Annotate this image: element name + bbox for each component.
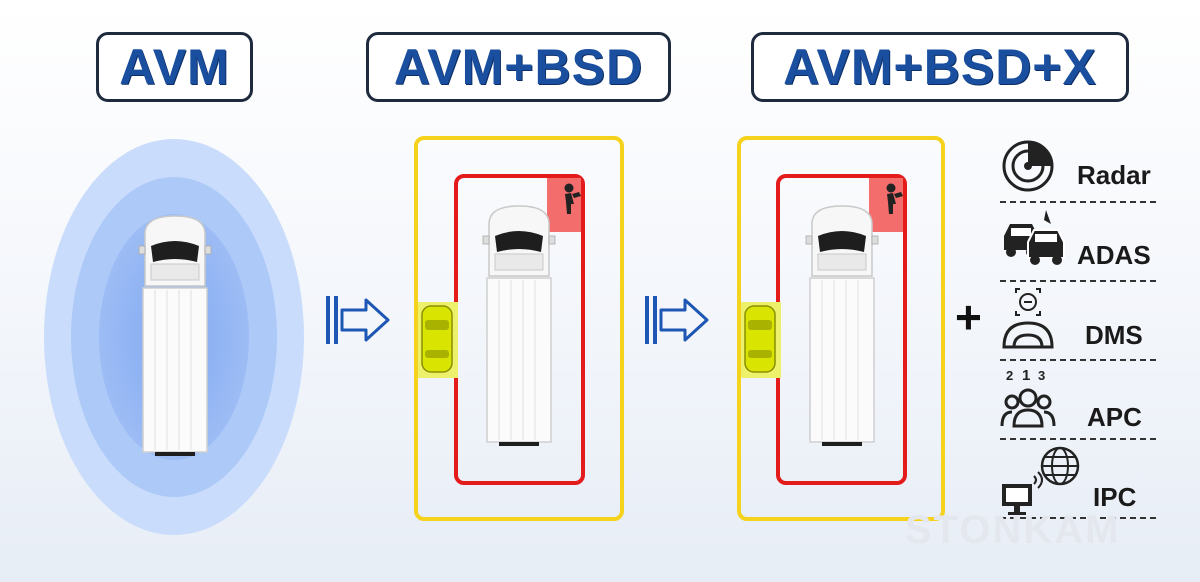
plus-sign: + [955, 291, 982, 343]
divider-2 [1000, 280, 1156, 282]
feature-label-dms: DMS [1085, 320, 1143, 350]
apc-number-1: 1 [1022, 367, 1030, 384]
apc-number-2: 2 [1006, 368, 1013, 383]
title-avm-bsd-text: AVM+BSD [393, 39, 644, 95]
apc-number-3: 3 [1038, 368, 1045, 383]
divider-4 [1000, 438, 1156, 440]
truck-avm [138, 215, 212, 457]
title-avm: AVM [96, 32, 253, 102]
collision-cars-icon [1004, 210, 1065, 265]
feature-label-apc: APC [1087, 402, 1142, 432]
avm-stage [44, 139, 304, 535]
avm-bsd-x-stage [737, 136, 945, 521]
monitor-globe-icon [1002, 446, 1080, 515]
watermark: STONKAM [905, 508, 1121, 552]
title-avm-bsd-x: AVM+BSD+X [751, 32, 1129, 102]
driver-monitor-icon [1002, 288, 1054, 349]
divider-3 [1000, 359, 1156, 361]
arrow-1-icon [324, 294, 390, 346]
title-avm-bsd: AVM+BSD [366, 32, 671, 102]
feature-label-adas: ADAS [1077, 240, 1151, 270]
avm-bsd-stage [414, 136, 624, 521]
feature-label-ipc: IPC [1093, 482, 1137, 512]
arrow-2-icon [643, 294, 709, 346]
bsd-outer-zone [414, 136, 624, 521]
divider-5 [1000, 517, 1156, 519]
radar-icon [1002, 140, 1054, 192]
people-count-icon: 2 1 3 [1000, 367, 1056, 428]
car-blind-spot-x [744, 305, 776, 373]
pedestrian-zone-x [869, 178, 903, 232]
truck-bsd-x [805, 205, 879, 447]
bsd-outer-zone-x [737, 136, 945, 521]
feature-label-radar: Radar [1077, 160, 1151, 190]
truck-bsd [482, 205, 556, 447]
divider-1 [1000, 201, 1156, 203]
car-blind-spot [421, 305, 453, 373]
title-avm-bsd-x-text: AVM+BSD+X [783, 39, 1097, 95]
pedestrian-zone [547, 178, 581, 232]
title-avm-text: AVM [119, 39, 230, 95]
